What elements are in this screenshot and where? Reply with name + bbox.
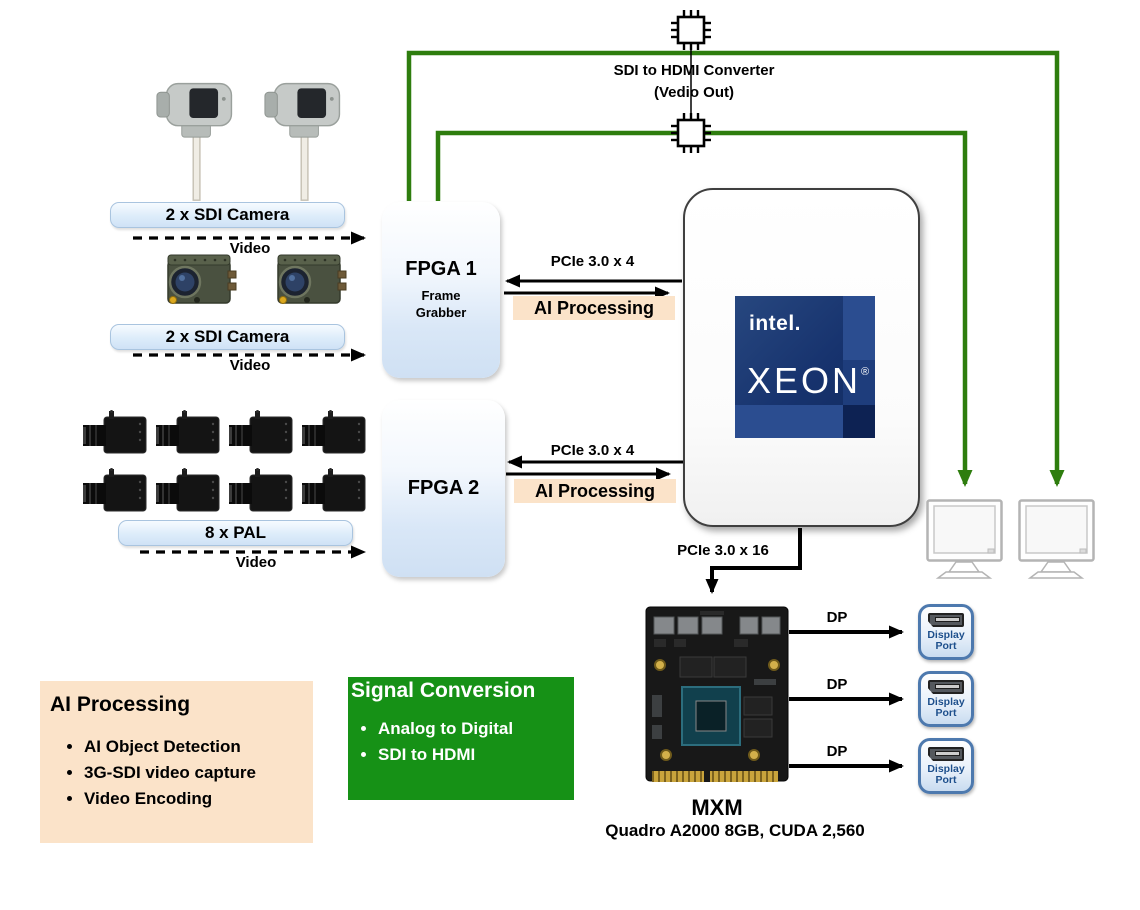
xeon-logo-tile [842, 296, 875, 360]
monitor-image [926, 499, 1004, 587]
converter-subtitle: (Vedio Out) [654, 83, 734, 101]
dp-text-line2: Port [935, 706, 957, 719]
xeon-logo-tile [735, 405, 843, 438]
pal-camera-image [228, 468, 294, 516]
video-flow-label-2: Video [229, 357, 271, 374]
pal-camera-image [301, 468, 367, 516]
displayport-slot [935, 751, 960, 756]
ai-processing-legend: AI Processing AI Object Detection 3G-SDI… [40, 681, 313, 843]
signal-legend-list: Analog to Digital SDI to HDMI [348, 716, 574, 767]
signal-legend-item: SDI to HDMI [378, 742, 574, 768]
pcie4-top-label: PCIe 3.0 x 4 [550, 253, 635, 270]
displayport-connector-glyph [928, 680, 964, 694]
dp-text-line1: Display [927, 763, 965, 775]
pal-camera-image [82, 468, 148, 516]
dp-text-line1: Display [927, 696, 965, 708]
fpga2-node: FPGA 2 [382, 400, 505, 577]
pal-camera-image [155, 410, 221, 458]
fpga1-title: FPGA 1 [405, 258, 477, 281]
monitor-image [1018, 499, 1096, 587]
displayport-slot [935, 684, 960, 689]
converter-name: SDI to HDMI Converter [613, 62, 775, 79]
ptz-camera-image [155, 76, 241, 204]
ai-legend-item: AI Object Detection [84, 734, 313, 760]
ptz-camera-image [263, 76, 349, 204]
ai-legend-title: AI Processing [50, 693, 191, 716]
ai-legend-list: AI Object Detection 3G-SDI video capture… [40, 734, 313, 812]
xeon-logo-tile [842, 405, 875, 438]
fpga1-subtitle-line1: Frame [421, 288, 461, 304]
pal-camera-image [301, 410, 367, 458]
pcie16-arrow [705, 528, 802, 594]
sdi-hdmi-line-1 [406, 50, 1065, 487]
signal-legend-title: Signal Conversion [351, 679, 536, 702]
xeon-word: XEON [747, 360, 862, 401]
dp-text-line2: Port [935, 639, 957, 652]
displayport-connector-glyph [928, 613, 964, 627]
sdi-hdmi-converter-chip-icon [669, 111, 713, 155]
video-flow-label-3: Video [235, 554, 277, 571]
sdi-hdmi-converter-chip-icon [669, 8, 713, 52]
dp-text-line2: Port [935, 773, 957, 786]
pal-camera-image [82, 410, 148, 458]
video-flow-label-1: Video [229, 240, 271, 257]
signal-legend-item: Analog to Digital [378, 716, 574, 742]
pcie4-bottom-label: PCIe 3.0 x 4 [550, 442, 635, 459]
military-camera-image [163, 249, 237, 311]
intel-brand-text: intel. [749, 312, 802, 335]
fpga2-title: FPGA 2 [407, 477, 480, 499]
dp-link-label-3: DP [826, 743, 848, 760]
dp-text-line1: Display [927, 629, 965, 641]
ai-processing-tag-bottom: AI Processing [514, 479, 676, 503]
ai-processing-tag-top: AI Processing [513, 296, 675, 320]
dp-link-label-1: DP [826, 609, 848, 626]
ai-legend-item: Video Encoding [84, 786, 313, 812]
pal-camera-group-label: 8 x PAL [118, 520, 353, 546]
ai-legend-item: 3G-SDI video capture [84, 760, 313, 786]
pal-camera-image [155, 468, 221, 516]
sdi-camera-group1-label: 2 x SDI Camera [110, 202, 345, 228]
pal-camera-image [228, 410, 294, 458]
registered-mark: ® [861, 366, 870, 378]
converter-label: SDI to HDMI Converter (Vedio Out) [560, 60, 828, 104]
gpu-title: MXM [691, 795, 743, 820]
fpga1-node: FPGA 1 Frame Grabber [382, 202, 500, 378]
signal-conversion-legend: Signal Conversion Analog to Digital SDI … [348, 677, 574, 800]
xeon-product-text: XEON® [747, 360, 869, 402]
xeon-logo-tile [842, 359, 875, 406]
fpga1-subtitle-line2: Grabber [415, 305, 467, 320]
displayport-connector-glyph [928, 747, 964, 761]
intel-xeon-logo: intel. XEON® [735, 296, 875, 438]
fpga1-subtitle: Frame Grabber [416, 288, 467, 322]
gpu-spec: Quadro A2000 8GB, CUDA 2,560 [605, 821, 865, 840]
sdi-camera-group2-label: 2 x SDI Camera [110, 324, 345, 350]
xeon-host-node: intel. XEON® [683, 188, 920, 527]
displayport-slot [935, 617, 960, 622]
dp-link-label-2: DP [826, 676, 848, 693]
mxm-gpu-card-image [645, 606, 789, 782]
pcie16-label: PCIe 3.0 x 16 [677, 542, 769, 559]
military-camera-image [273, 249, 347, 311]
